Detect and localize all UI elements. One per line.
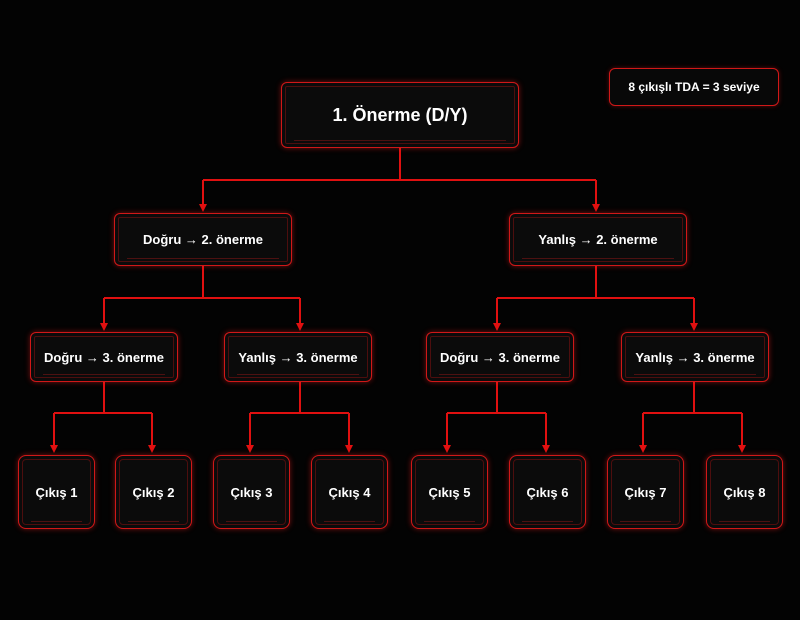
leaf-node-4: Çıkış 4 xyxy=(311,455,388,529)
level2-node-label: Yanlış → 2. önerme xyxy=(538,232,658,247)
leaf-node-7: Çıkış 7 xyxy=(607,455,684,529)
leaf-node-label: Çıkış 1 xyxy=(35,484,78,500)
level3-node-1: Doğru → 3. önerme xyxy=(30,332,178,382)
summary-note-text: 8 çıkışlı TDA = 3 seviye xyxy=(628,80,760,94)
level2-node-true: Doğru → 2. önerme xyxy=(114,213,292,266)
leaf-node-label: Çıkış 2 xyxy=(132,484,175,500)
level3-node-2: Yanlış → 3. önerme xyxy=(224,332,372,382)
level3-node-label: Yanlış → 3. önerme xyxy=(635,349,755,365)
leaf-node-6: Çıkış 6 xyxy=(509,455,586,529)
leaf-node-label: Çıkış 4 xyxy=(328,484,371,500)
leaf-node-label: Çıkış 6 xyxy=(526,484,569,500)
level3-node-label: Doğru → 3. önerme xyxy=(44,349,164,365)
root-node-label: 1. Önerme (D/Y) xyxy=(332,104,468,125)
leaf-node-label: Çıkış 8 xyxy=(723,484,766,500)
leaf-node-3: Çıkış 3 xyxy=(213,455,290,529)
level3-node-4: Yanlış → 3. önerme xyxy=(621,332,769,382)
leaf-node-5: Çıkış 5 xyxy=(411,455,488,529)
leaf-node-label: Çıkış 7 xyxy=(624,484,667,500)
leaf-node-label: Çıkış 3 xyxy=(230,484,273,500)
level2-node-false: Yanlış → 2. önerme xyxy=(509,213,687,266)
level3-node-label: Yanlış → 3. önerme xyxy=(238,349,358,365)
leaf-node-2: Çıkış 2 xyxy=(115,455,192,529)
level2-node-label: Doğru → 2. önerme xyxy=(143,232,263,247)
leaf-node-8: Çıkış 8 xyxy=(706,455,783,529)
level3-node-label: Doğru → 3. önerme xyxy=(440,349,560,365)
leaf-node-label: Çıkış 5 xyxy=(428,484,471,500)
root-node: 1. Önerme (D/Y) xyxy=(281,82,519,148)
level3-node-3: Doğru → 3. önerme xyxy=(426,332,574,382)
summary-note: 8 çıkışlı TDA = 3 seviye xyxy=(609,68,779,106)
leaf-node-1: Çıkış 1 xyxy=(18,455,95,529)
